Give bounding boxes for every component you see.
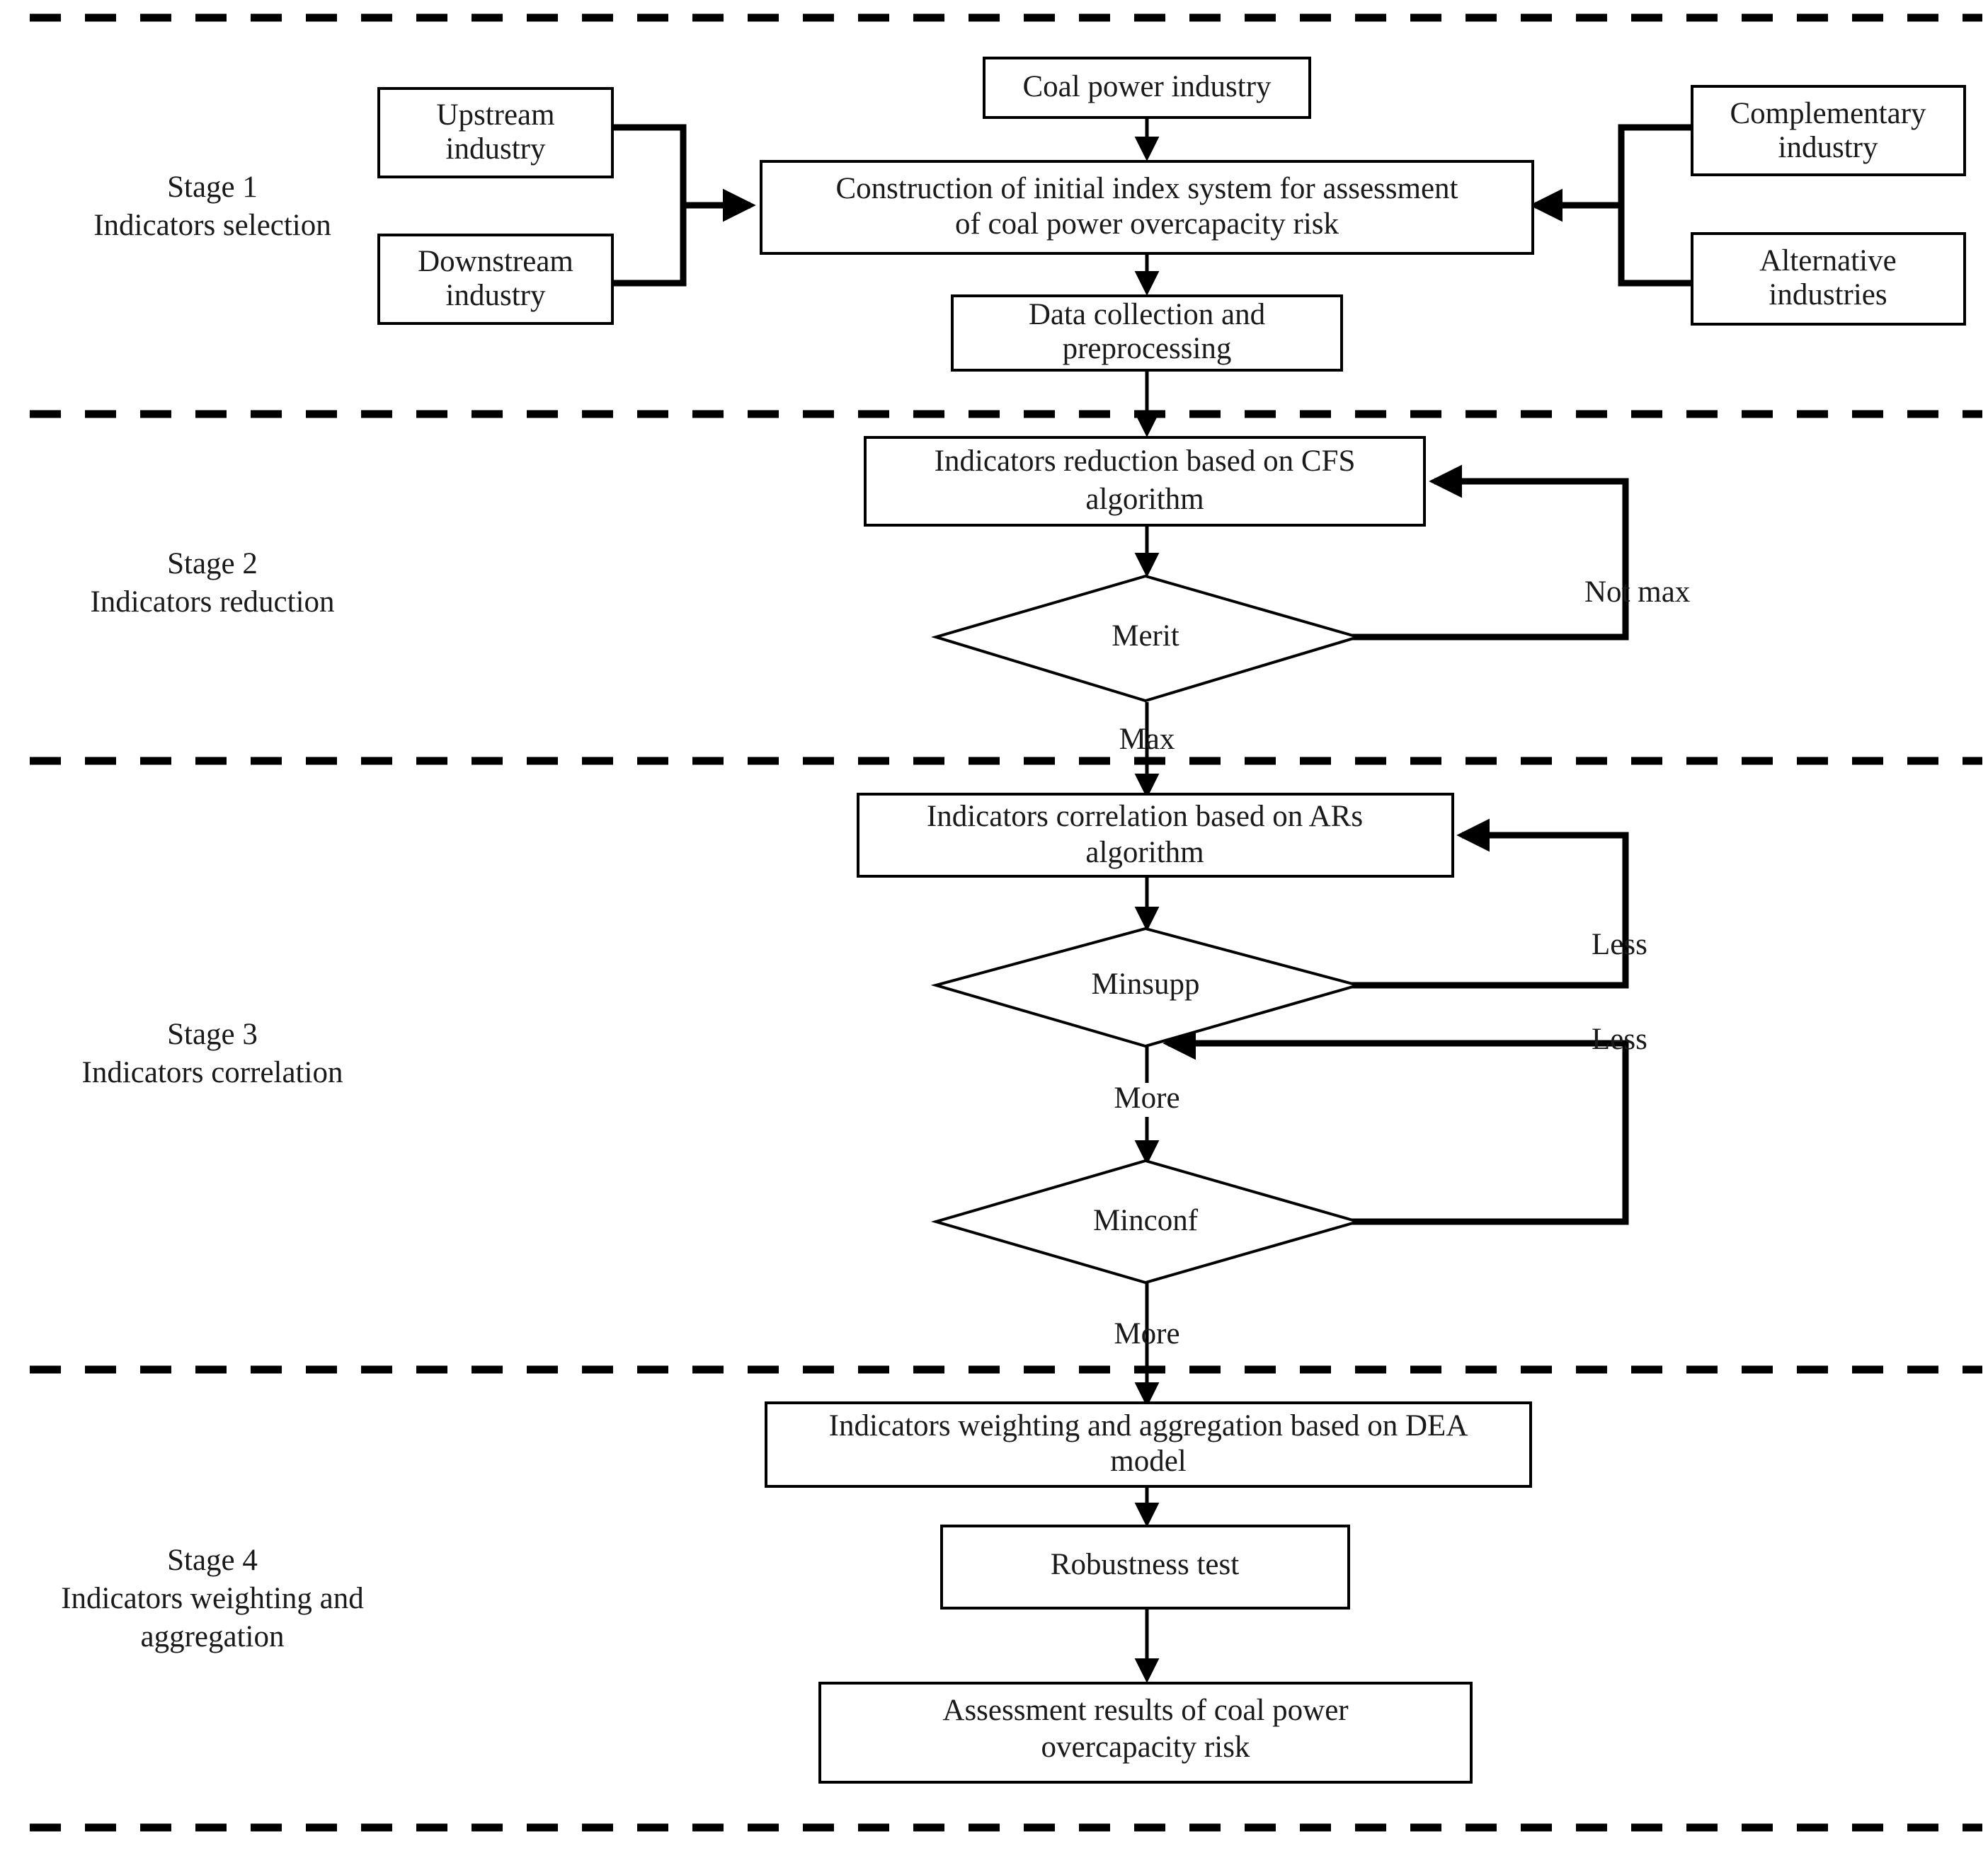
edge-label-not-max: Not max: [1584, 575, 1690, 609]
node-upstream-industry[interactable]: Upstream industry: [377, 87, 614, 178]
stage1-line2: Indicators selection: [93, 209, 331, 242]
stage1-connectors: [612, 117, 1692, 437]
connector-upstream-bracket: [612, 124, 687, 287]
downstream-industry-line1: Downstream: [418, 245, 573, 278]
stage2-connectors: [1134, 464, 1629, 798]
node-coal-power-industry[interactable]: Coal power industry: [983, 57, 1311, 119]
stage3-connectors: [1134, 818, 1629, 1407]
data-collection-line1: Data collection and: [1029, 298, 1265, 331]
construction-line2: of coal power overcapacity risk: [955, 207, 1339, 241]
data-collection-line2: preprocessing: [1063, 332, 1232, 365]
cfs-line1: Indicators reduction based on CFS: [935, 444, 1356, 478]
stage-dividers: [30, 13, 1982, 1832]
minconf-label: Minconf: [1093, 1204, 1199, 1237]
edge-label-less-conf: Less: [1592, 1023, 1647, 1056]
edge-label-max: Max: [1119, 723, 1175, 756]
stage4-line2: Indicators weighting and: [61, 1582, 364, 1615]
stage4-line1: Stage 4: [167, 1544, 258, 1577]
edge-label-more-supp: More: [1114, 1082, 1179, 1115]
stage-label-stage4: Stage 4 Indicators weighting and aggrega…: [61, 1544, 364, 1653]
upstream-industry-line2: industry: [446, 132, 546, 166]
node-merit-decision[interactable]: Merit: [930, 574, 1364, 703]
ars-line1: Indicators correlation based on ARs: [927, 800, 1363, 833]
stage4-line3: aggregation: [141, 1620, 285, 1653]
coal-power-industry-label: Coal power industry: [1022, 70, 1272, 103]
node-alternative-industries[interactable]: Alternative industries: [1691, 232, 1966, 326]
node-data-collection-preprocessing[interactable]: Data collection and preprocessing: [951, 294, 1343, 372]
downstream-industry-line2: industry: [446, 279, 546, 312]
node-indicators-correlation-ars[interactable]: Indicators correlation based on ARs algo…: [857, 793, 1454, 878]
merit-label: Merit: [1112, 619, 1179, 653]
stage3-line1: Stage 3: [167, 1018, 258, 1051]
results-line1: Assessment results of coal power: [942, 1694, 1348, 1727]
node-indicators-reduction-cfs[interactable]: Indicators reduction based on CFS algori…: [864, 436, 1426, 527]
stage-label-stage2: Stage 2 Indicators reduction: [90, 547, 334, 619]
stage2-line1: Stage 2: [167, 547, 258, 580]
complementary-industry-line2: industry: [1778, 131, 1878, 164]
stage2-line2: Indicators reduction: [90, 585, 334, 619]
stage3-line2: Indicators correlation: [82, 1056, 343, 1089]
results-line2: overcapacity risk: [1041, 1731, 1250, 1764]
ars-line2: algorithm: [1085, 836, 1204, 869]
complementary-industry-line1: Complementary: [1730, 97, 1926, 130]
node-minconf-decision[interactable]: Minconf: [930, 1159, 1364, 1285]
minsupp-label: Minsupp: [1092, 968, 1200, 1001]
alternative-industries-line1: Alternative: [1759, 244, 1896, 277]
alternative-industries-line2: industries: [1769, 278, 1887, 311]
node-complementary-industry[interactable]: Complementary industry: [1691, 85, 1966, 176]
node-minsupp-decision[interactable]: Minsupp: [930, 926, 1364, 1048]
edge-label-less-supp: Less: [1592, 928, 1647, 961]
cfs-line2: algorithm: [1085, 483, 1204, 516]
connector-minconf-less-loop: [1146, 1026, 1629, 1225]
connector-merit-notmax-loop: [1146, 464, 1629, 641]
stage-label-stage1: Stage 1 Indicators selection: [93, 171, 331, 242]
connector-minsupp-less-loop: [1146, 818, 1629, 989]
stage1-line1: Stage 1: [167, 171, 258, 204]
upstream-industry-line1: Upstream: [436, 98, 554, 132]
node-construction-initial-index-system[interactable]: Construction of initial index system for…: [760, 160, 1534, 255]
edge-label-more-conf: More: [1114, 1317, 1179, 1350]
connector-right-bracket: [1618, 124, 1692, 287]
stage-label-stage3: Stage 3 Indicators correlation: [82, 1018, 343, 1089]
node-downstream-industry[interactable]: Downstream industry: [377, 234, 614, 325]
construction-line1: Construction of initial index system for…: [835, 172, 1458, 205]
dea-line2: model: [1110, 1445, 1187, 1478]
dea-line1: Indicators weighting and aggregation bas…: [829, 1409, 1468, 1442]
node-robustness-test[interactable]: Robustness test: [940, 1525, 1350, 1610]
node-assessment-results[interactable]: Assessment results of coal power overcap…: [818, 1682, 1473, 1784]
robustness-label: Robustness test: [1051, 1548, 1239, 1581]
node-indicators-weighting-dea[interactable]: Indicators weighting and aggregation bas…: [765, 1401, 1532, 1488]
